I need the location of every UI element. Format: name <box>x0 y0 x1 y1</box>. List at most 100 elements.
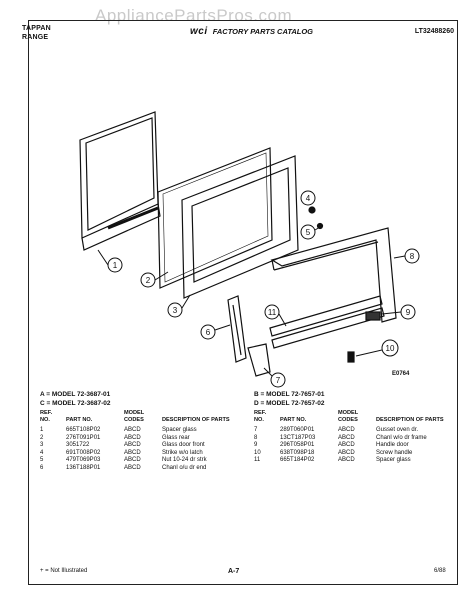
table-row: 8 13CT187P03 ABCD Chanl w/o dr frame <box>254 435 448 443</box>
part-no: 276T091P01 <box>66 434 101 441</box>
model-code: ABCD <box>338 434 355 441</box>
exploded-parts-diagram: 1 2 3 4 5 6 7 8 9 10 11 <box>79 111 420 388</box>
ref-no: 1 <box>40 427 44 433</box>
svg-text:9: 9 <box>406 308 411 317</box>
svg-text:2: 2 <box>146 276 151 285</box>
table-row: 5 479T069P03 ABCD Nut 10-24 dr strk <box>40 457 234 465</box>
model-code: ABCD <box>338 449 355 456</box>
callout-9: 9 <box>381 304 416 320</box>
part-description: Chanl w/o dr frame <box>376 434 427 441</box>
part-no: 296T058P01 <box>280 442 315 448</box>
callout-1: 1 <box>97 249 123 273</box>
model-code: ABCD <box>124 457 141 463</box>
part-no: 13CT187P03 <box>280 434 316 441</box>
ref-no: 4 <box>40 449 44 456</box>
model-c: C = MODEL 72-3687-02 <box>40 400 111 407</box>
callout-3: 3 <box>167 294 191 318</box>
part-no: 479T069P03 <box>66 457 101 463</box>
callout-2: 2 <box>140 271 169 288</box>
table-row: 11 665T184P02 ABCD Spacer glass <box>254 457 448 465</box>
model-code: ABCD <box>124 464 141 471</box>
model-a: A = MODEL 72-3687-01 <box>40 391 111 398</box>
footer-note: + = Not Illustrated <box>40 568 88 574</box>
part-no: 638T098P18 <box>280 449 315 456</box>
callout-5: 5 <box>300 224 321 240</box>
model-b: B = MODEL 72-7657-01 <box>254 391 325 398</box>
part-glass-rear <box>157 147 273 289</box>
callout-11: 11 <box>264 304 287 327</box>
part-screw-handle <box>347 351 355 363</box>
catalog-title: wci FACTORY PARTS CATALOG <box>190 26 313 37</box>
part-description: Gusset oven dr. <box>376 427 419 433</box>
part-gusset <box>247 343 271 377</box>
parts-table-right: REF. NO. PART NO. MODEL CODES DESCRIPTIO… <box>254 410 448 465</box>
part-description: Nut 10-24 dr strk <box>162 457 207 463</box>
ref-no: 7 <box>254 427 258 433</box>
table-row: 2 276T091P01 ABCD Glass rear <box>40 435 234 443</box>
part-no: 3051722 <box>66 442 90 448</box>
part-description: Glass rear <box>162 434 190 441</box>
model-list-left: A = MODEL 72-3687-01 C = MODEL 72-3687-0… <box>40 390 111 408</box>
part-end-channel <box>227 295 247 363</box>
header-part-no: PART NO. <box>66 416 93 423</box>
footer-date: 6/88 <box>434 568 446 574</box>
svg-text:5: 5 <box>306 228 311 237</box>
part-handle-door <box>365 311 381 321</box>
svg-text:4: 4 <box>306 194 311 203</box>
part-no: 665T108P02 <box>66 427 101 433</box>
callout-8: 8 <box>393 248 420 264</box>
ref-no: 6 <box>40 464 44 471</box>
part-description: Chanl o/u dr end <box>162 464 207 471</box>
svg-text:1: 1 <box>113 261 118 270</box>
model-list-right: B = MODEL 72-7657-01 D = MODEL 72-7657-0… <box>254 390 325 408</box>
callout-7: 7 <box>263 367 286 388</box>
part-spacer-glass-frame <box>79 111 161 251</box>
page-number: A-7 <box>228 568 240 575</box>
ref-no: 11 <box>254 457 261 463</box>
part-description: Screw handle <box>376 449 413 456</box>
model-code: ABCD <box>124 449 141 456</box>
part-spacer-strip <box>269 295 385 349</box>
callout-6: 6 <box>200 324 231 340</box>
callout-10: 10 <box>355 339 399 357</box>
ref-no: 5 <box>40 457 44 463</box>
part-description: Glass door front <box>162 442 205 448</box>
part-door-frame <box>270 227 397 323</box>
parts-table-left: REF. NO. PART NO. MODEL CODES DESCRIPTIO… <box>40 410 234 472</box>
callout-4: 4 <box>300 190 316 206</box>
part-description: Strike w/o latch <box>162 449 203 456</box>
table-row: 4 691T008P02 ABCD Strike w/o latch <box>40 450 234 458</box>
ref-no: 8 <box>254 434 258 441</box>
brand-line1: TAPPAN <box>22 25 51 32</box>
svg-text:7: 7 <box>276 376 281 385</box>
svg-text:8: 8 <box>410 252 415 261</box>
table-row: 7 289T060P01 ABCD Gusset oven dr. <box>254 427 448 435</box>
header-model-codes: MODEL CODES <box>124 410 145 423</box>
header-description: DESCRIPTION OF PARTS <box>162 416 230 423</box>
header-ref-no: REF. NO. <box>254 410 267 423</box>
table-row: 10 638T098P18 ABCD Screw handle <box>254 450 448 458</box>
header-part-no: PART NO. <box>280 416 307 423</box>
svg-text:6: 6 <box>206 328 211 337</box>
model-code: ABCD <box>338 442 355 448</box>
svg-text:11: 11 <box>268 308 277 317</box>
brand-label: TAPPAN RANGE <box>22 24 51 42</box>
part-no: 136T188P01 <box>66 464 101 471</box>
brand-line2: RANGE <box>22 34 49 41</box>
wci-logo: wci <box>190 26 208 37</box>
model-code: ABCD <box>124 442 141 448</box>
part-description: Spacer glass <box>162 427 197 433</box>
header-model-codes: MODEL CODES <box>338 410 359 423</box>
model-code: ABCD <box>124 427 141 433</box>
part-no: 691T008P02 <box>66 449 101 456</box>
table-row: 9 296T058P01 ABCD Handle door <box>254 442 448 450</box>
header-ref-no: REF. NO. <box>40 410 53 423</box>
model-code: ABCD <box>338 457 355 463</box>
svg-text:3: 3 <box>173 306 178 315</box>
ref-no: 3 <box>40 442 44 448</box>
ref-no: 10 <box>254 449 261 456</box>
part-description: Spacer glass <box>376 457 411 463</box>
catalog-page <box>28 20 458 585</box>
model-d: D = MODEL 72-7657-02 <box>254 400 325 407</box>
catalog-number: LT32488260 <box>414 28 454 35</box>
